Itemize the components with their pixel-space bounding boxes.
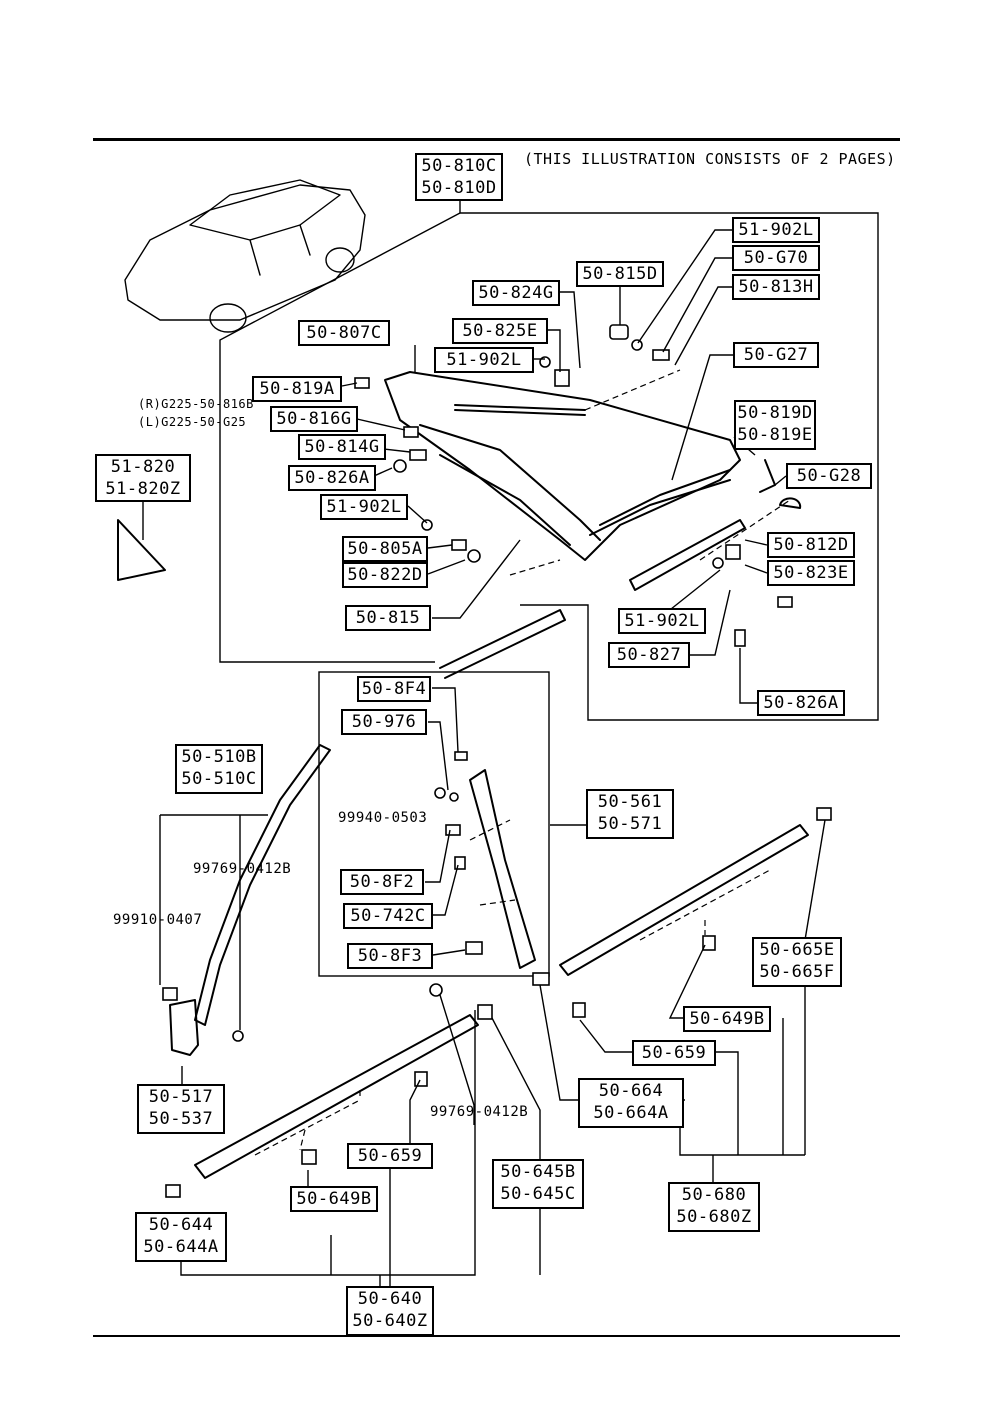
label-99910-0407: 99910-0407 bbox=[113, 912, 203, 928]
rear-door-hardware bbox=[532, 807, 832, 1018]
leaders-lower-front bbox=[180, 994, 541, 1300]
triangle-part bbox=[117, 519, 166, 581]
label-50-827: 50-827 bbox=[608, 642, 690, 668]
label-50-649B-b: 50-649B bbox=[290, 1186, 378, 1212]
illustration-note: (THIS ILLUSTRATION CONSISTS OF 2 PAGES) bbox=[524, 150, 896, 168]
leaders-upper bbox=[341, 229, 787, 704]
front-door-molding bbox=[169, 744, 331, 1056]
frame-upper-left bbox=[219, 212, 461, 663]
label-50-G28: 50-G28 bbox=[786, 463, 872, 489]
label-50-823E: 50-823E bbox=[767, 560, 855, 586]
dashed-guides-pillar bbox=[469, 819, 516, 906]
label-50-807C: 50-807C bbox=[298, 320, 390, 346]
label-50-813H: 50-813H bbox=[732, 274, 820, 300]
pillar-group-frame bbox=[318, 671, 550, 977]
label-50-822D: 50-822D bbox=[342, 562, 428, 588]
label-50-G70: 50-G70 bbox=[732, 245, 820, 271]
label-51-902L-c: 51-902L bbox=[320, 494, 408, 520]
side-note-left: (L)G225-50-G25 bbox=[138, 415, 247, 429]
leaders-pillar bbox=[425, 687, 586, 956]
top-rule bbox=[93, 138, 900, 141]
label-50-976: 50-976 bbox=[341, 709, 427, 735]
pillar-garnish bbox=[439, 609, 566, 969]
label-50-819A: 50-819A bbox=[252, 376, 342, 402]
label-50-815D: 50-815D bbox=[576, 261, 664, 287]
label-50-812D: 50-812D bbox=[767, 532, 855, 558]
label-50-G27: 50-G27 bbox=[733, 342, 819, 368]
label-50-659-b: 50-659 bbox=[347, 1143, 433, 1169]
label-51-902L-b: 51-902L bbox=[434, 347, 534, 373]
dashed-guides-upper bbox=[509, 369, 791, 576]
label-50-805A: 50-805A bbox=[342, 536, 428, 562]
side-note-right: (R)G225-50-816B bbox=[138, 397, 254, 411]
label-50-814G: 50-814G bbox=[298, 434, 386, 460]
label-50-826A-a: 50-826A bbox=[288, 465, 376, 491]
front-door-hardware bbox=[162, 987, 244, 1042]
label-50-816G: 50-816G bbox=[270, 406, 358, 432]
label-50-659-a: 50-659 bbox=[632, 1040, 716, 1066]
label-50-8F3: 50-8F3 bbox=[347, 943, 433, 969]
label-50-815: 50-815 bbox=[345, 605, 431, 631]
label-99940-0503: 99940-0503 bbox=[338, 810, 428, 826]
label-50-824G: 50-824G bbox=[472, 280, 560, 306]
car-sketch bbox=[124, 179, 366, 333]
label-99769-0412B-b: 99769-0412B bbox=[430, 1104, 529, 1120]
label-51-902L-a: 51-902L bbox=[732, 217, 820, 243]
lower-front-molding bbox=[194, 1014, 479, 1179]
label-50-825E: 50-825E bbox=[452, 318, 548, 344]
dashed-guides-lower-front bbox=[254, 1090, 361, 1156]
label-99769-0412B-a: 99769-0412B bbox=[193, 861, 292, 877]
pillar-hardware bbox=[434, 751, 483, 955]
leaders-front-door bbox=[159, 814, 268, 1085]
label-50-8F4: 50-8F4 bbox=[357, 676, 431, 702]
label-50-649B-a: 50-649B bbox=[683, 1006, 771, 1032]
label-51-902L-d: 51-902L bbox=[618, 608, 706, 634]
dashed-guides-rear bbox=[639, 869, 771, 941]
rear-door-molding bbox=[559, 824, 809, 976]
upper-hardware bbox=[354, 324, 793, 647]
label-50-742C: 50-742C bbox=[343, 903, 433, 929]
bottom-rule bbox=[93, 1335, 900, 1337]
label-50-8F2: 50-8F2 bbox=[340, 869, 424, 895]
label-50-826A-b: 50-826A bbox=[757, 690, 845, 716]
